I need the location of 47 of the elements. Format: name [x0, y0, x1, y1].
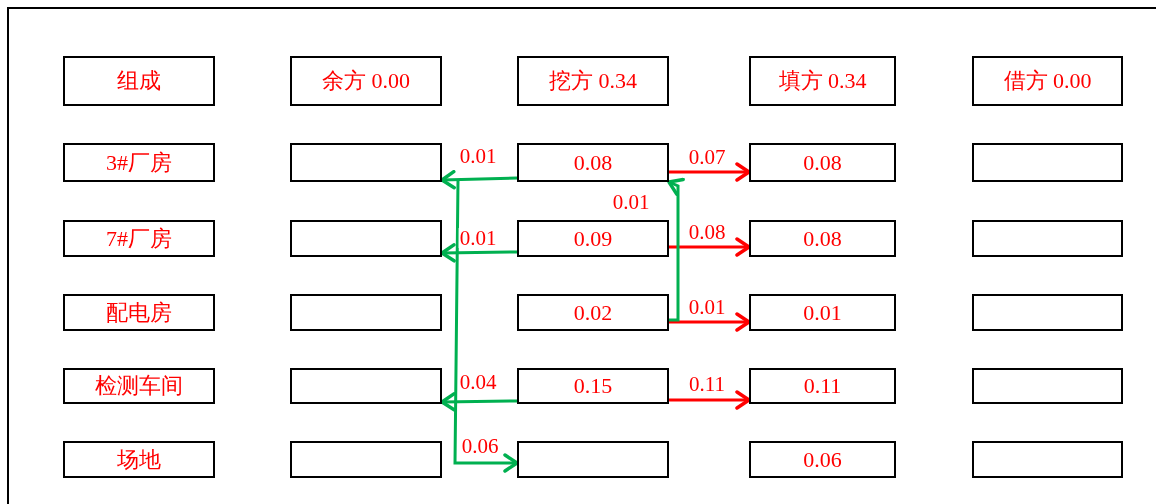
- table-box: 配电房: [63, 294, 215, 331]
- header-box: 填方 0.34: [749, 56, 896, 106]
- arrow: [669, 312, 751, 332]
- table-box: 0.09: [517, 220, 669, 257]
- edge-label: 0.07: [687, 147, 727, 167]
- empty-box: [972, 143, 1123, 182]
- arrow: [669, 162, 751, 182]
- table-box: 场地: [63, 441, 215, 478]
- empty-box: [972, 294, 1123, 331]
- table-box: 0.08: [749, 220, 896, 257]
- edge-label: 0.01: [458, 228, 498, 248]
- arrow: [667, 177, 685, 322]
- header-box: 借方 0.00: [972, 56, 1123, 106]
- table-box: 0.15: [517, 368, 669, 404]
- table-box: 0.08: [517, 143, 669, 182]
- edge-label: 0.01: [611, 192, 651, 212]
- edge-label: 0.06: [460, 436, 500, 456]
- edge-label: 0.01: [687, 297, 727, 317]
- arrow: [440, 392, 518, 412]
- table-box: 0.08: [749, 143, 896, 182]
- edge-label: 0.01: [458, 146, 498, 166]
- table-box: 0.11: [749, 368, 896, 404]
- arrow: [453, 180, 519, 473]
- table-box: 0.06: [749, 441, 896, 478]
- edge-label: 0.04: [458, 372, 498, 392]
- empty-box: [972, 368, 1123, 404]
- arrow: [440, 169, 518, 190]
- empty-box: [290, 220, 442, 257]
- edge-label: 0.08: [687, 222, 727, 242]
- table-box: 检测车间: [63, 368, 215, 404]
- empty-box: [290, 368, 442, 404]
- empty-box: [517, 441, 669, 478]
- table-box: 0.01: [749, 294, 896, 331]
- table-box: 0.02: [517, 294, 669, 331]
- header-box: 组成: [63, 56, 215, 106]
- table-box: 7#厂房: [63, 220, 215, 257]
- table-box: 3#厂房: [63, 143, 215, 182]
- edge-label: 0.11: [688, 374, 726, 394]
- arrow: [669, 390, 751, 410]
- empty-box: [290, 294, 442, 331]
- header-box: 挖方 0.34: [517, 56, 669, 106]
- header-box: 余方 0.00: [290, 56, 442, 106]
- empty-box: [972, 441, 1123, 478]
- empty-box: [290, 143, 442, 182]
- arrow: [669, 237, 751, 257]
- empty-box: [290, 441, 442, 478]
- empty-box: [972, 220, 1123, 257]
